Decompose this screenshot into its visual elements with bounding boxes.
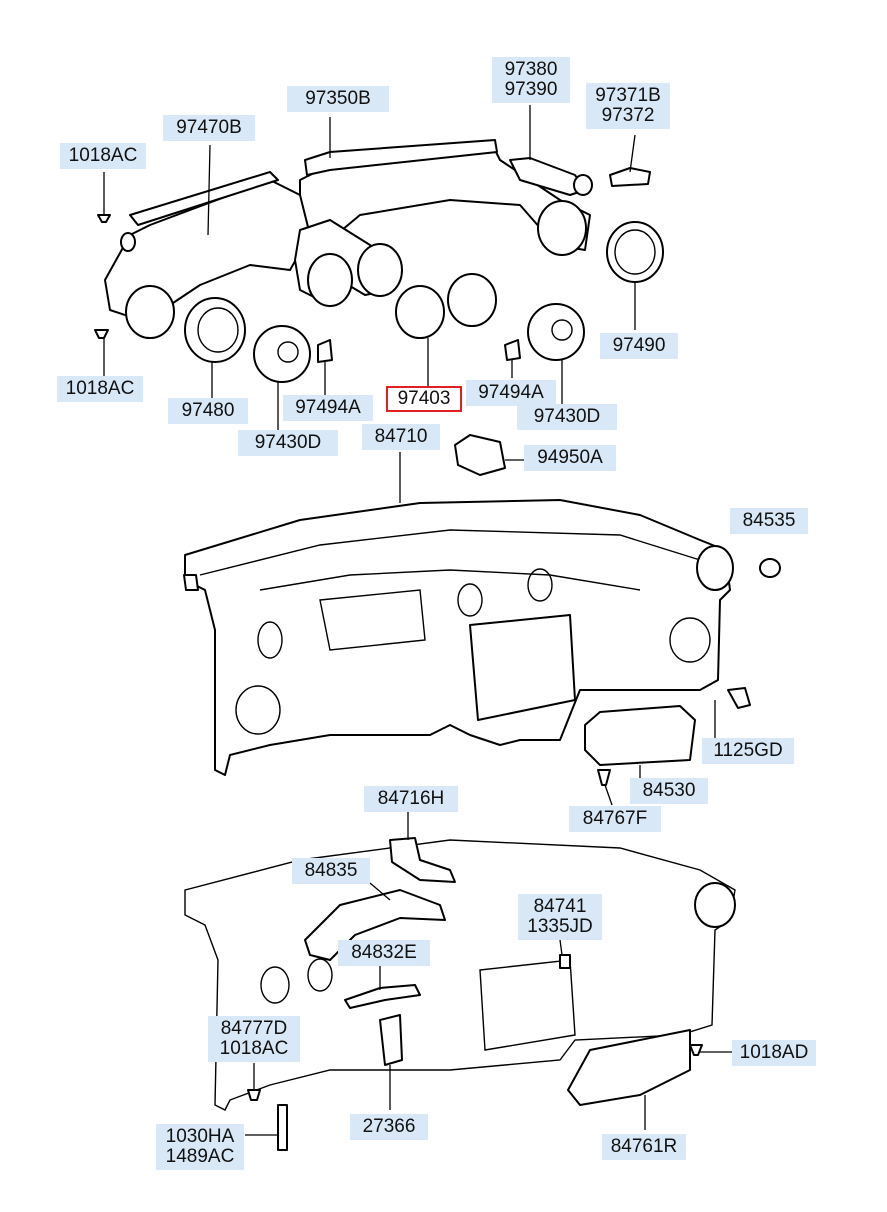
part-label-84767f: 84767F (569, 806, 661, 832)
part-label-1018ad: 1018AD (732, 1040, 816, 1066)
part-label-84832e: 84832E (338, 940, 430, 966)
part-label-97470b: 97470B (163, 115, 255, 141)
part-label-84761r: 84761R (602, 1134, 686, 1160)
part-label-1125gd: 1125GD (702, 738, 794, 764)
part-label-1018ac-top: 1018AC (60, 143, 146, 169)
part-label-27366: 27366 (350, 1114, 428, 1140)
part-label-1018ac-left: 1018AC (57, 376, 143, 402)
panel-frame (184, 837, 736, 1151)
leader-lines (103, 105, 732, 1136)
part-label-94950a: 94950A (524, 445, 616, 471)
part-label-97494a-left: 97494A (283, 395, 373, 421)
part-label-84710: 84710 (362, 424, 440, 450)
part-label-97494a-right: 97494A (466, 380, 556, 406)
part-label-97430d-left: 97430D (238, 430, 338, 456)
part-label-1030ha: 1030HA 1489AC (156, 1124, 244, 1170)
part-label-97371b: 97371B 97372 (586, 83, 670, 129)
part-label-84535: 84535 (730, 508, 808, 534)
part-label-84530: 84530 (630, 778, 708, 804)
part-label-97480: 97480 (168, 398, 248, 424)
part-label-84835: 84835 (292, 858, 370, 884)
part-label-84741: 84741 1335JD (518, 894, 602, 940)
part-label-97380: 97380 97390 (492, 57, 570, 103)
instrument-panel (183, 434, 781, 786)
part-label-84716h: 84716H (364, 786, 458, 812)
part-label-97430d-right: 97430D (517, 404, 617, 430)
part-label-97490: 97490 (600, 333, 678, 359)
heater-duct-assembly (94, 139, 664, 383)
part-label-84777d: 84777D 1018AC (208, 1016, 300, 1062)
part-label-97403: 97403 (386, 386, 462, 412)
part-label-97350b: 97350B (287, 86, 389, 112)
